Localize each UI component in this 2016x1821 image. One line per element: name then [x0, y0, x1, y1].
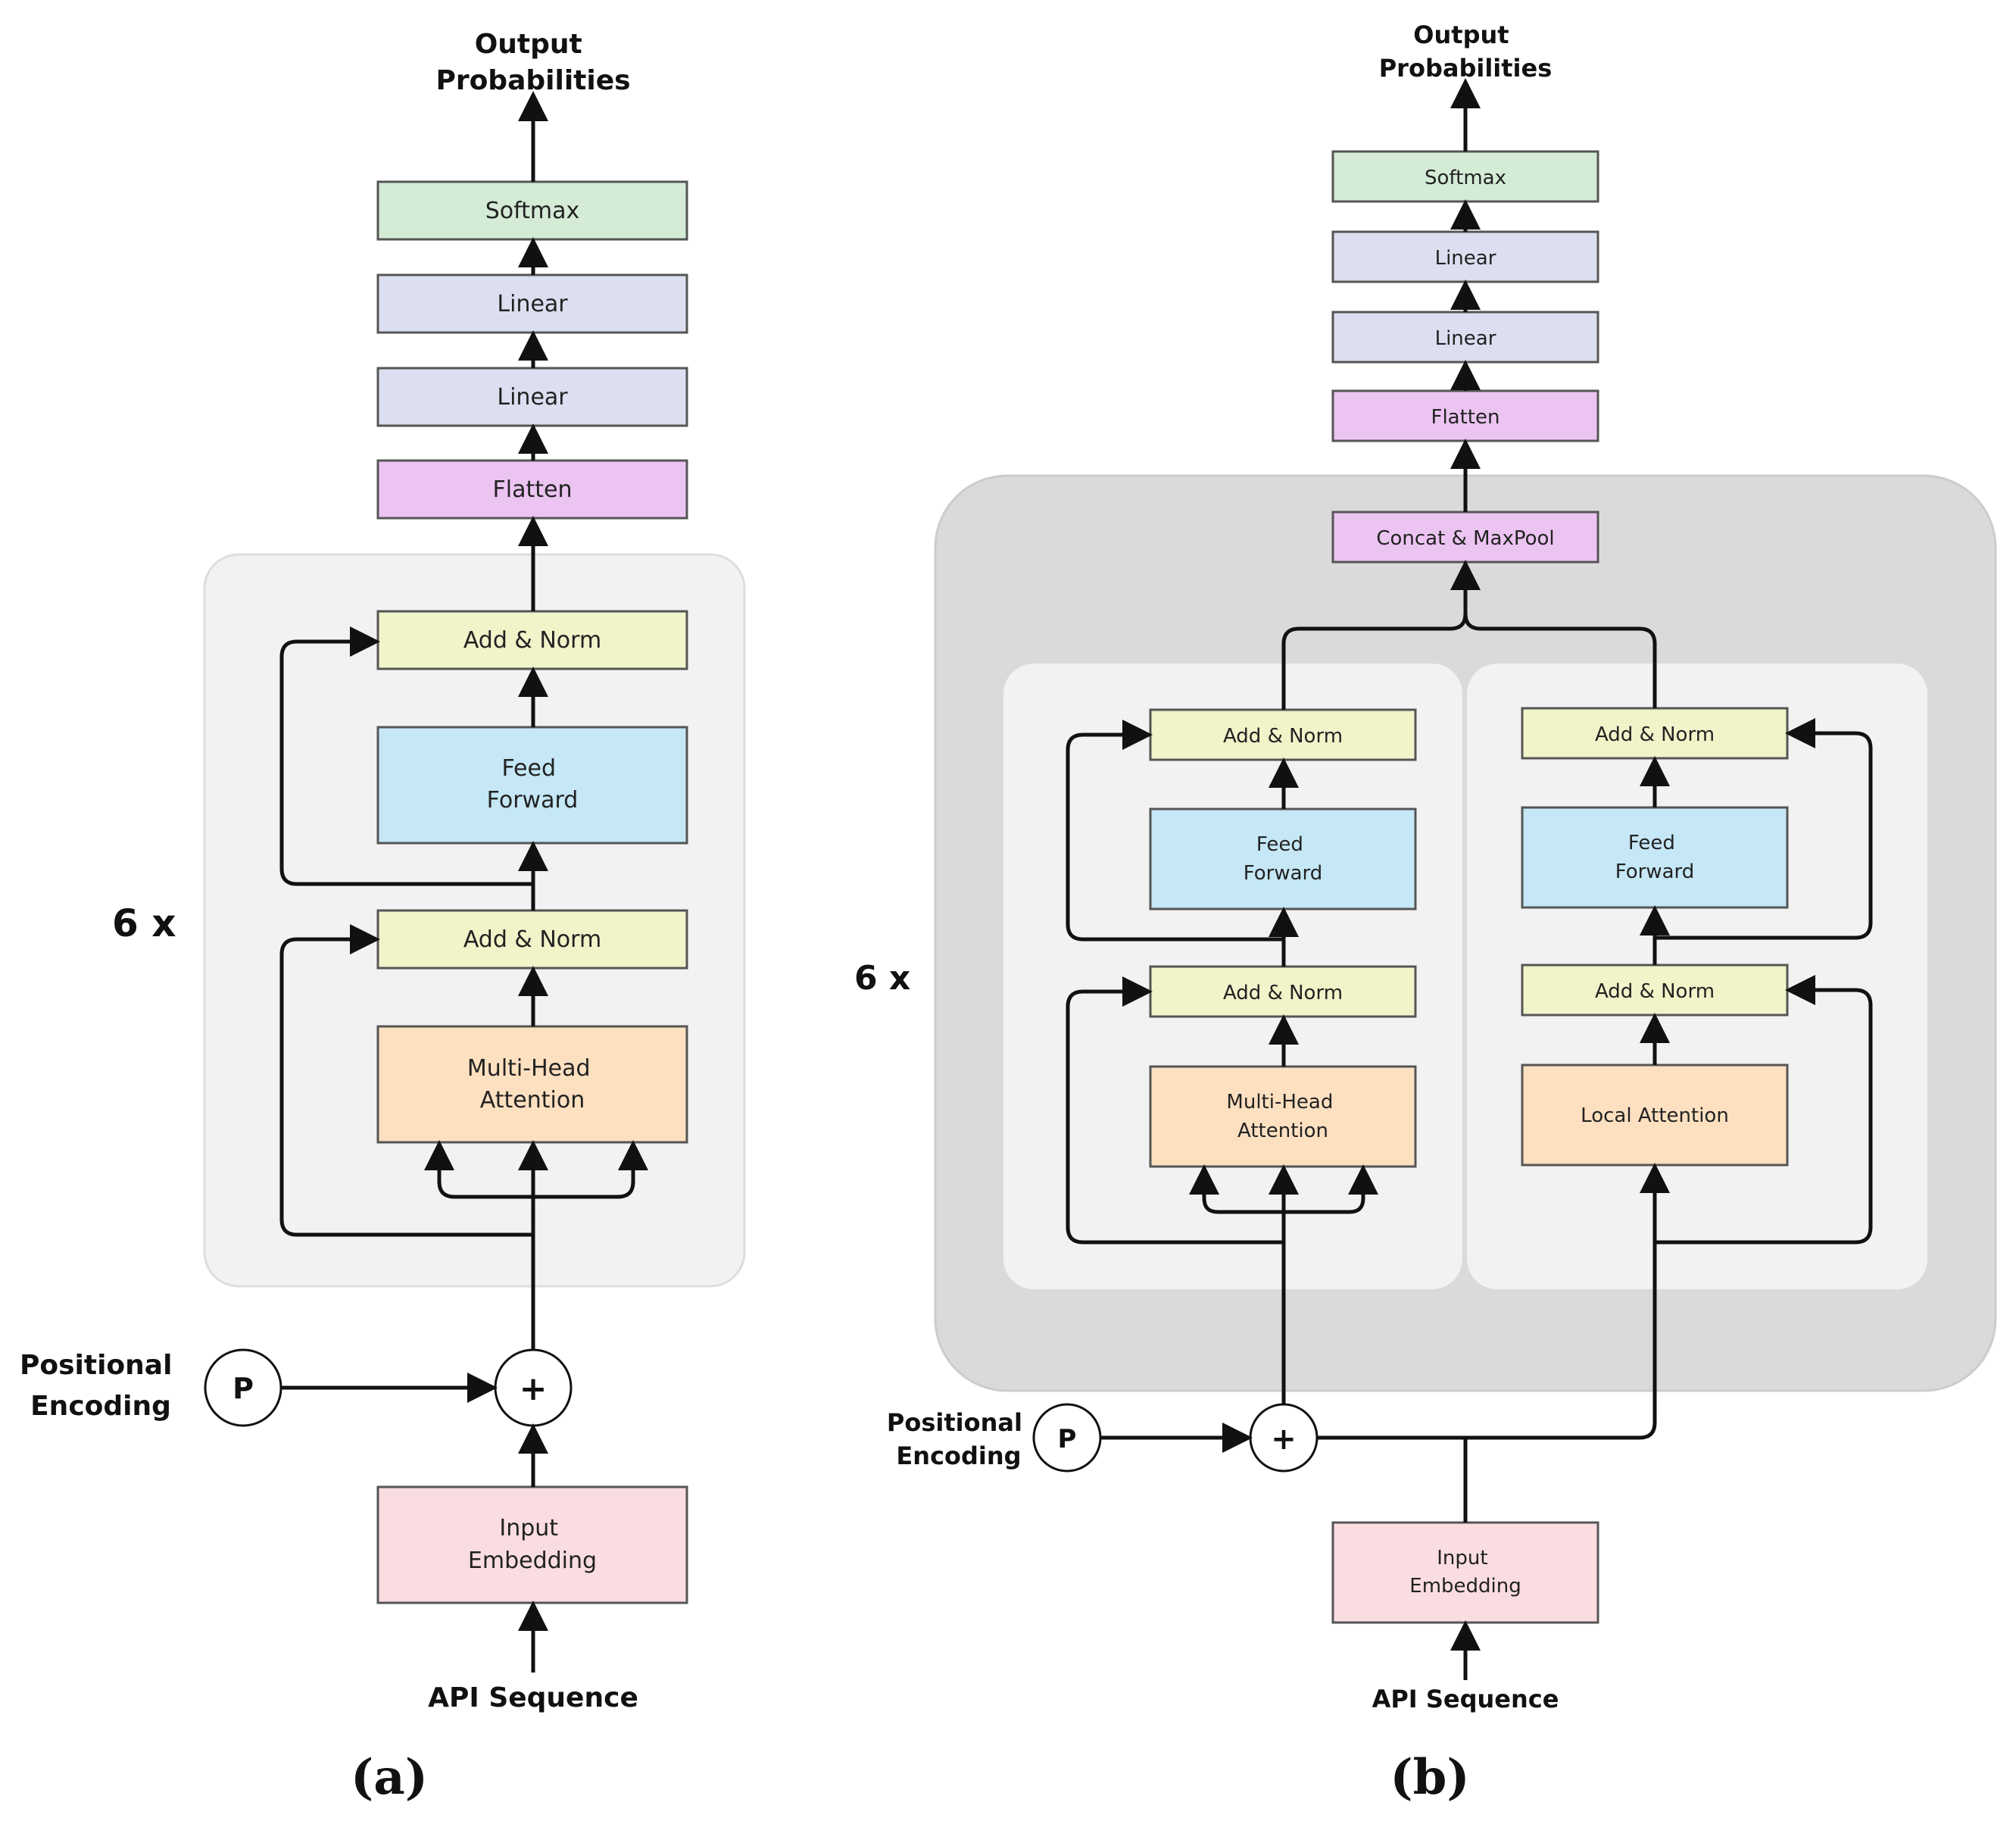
edge-sum-to-right-branch-b — [1317, 1163, 1670, 1440]
edge-residual-2-a — [279, 626, 533, 886]
feed-forward-left-b: Feed Forward — [1149, 807, 1417, 910]
svg-text:Add & Norm: Add & Norm — [463, 926, 601, 953]
svg-text:P: P — [1058, 1424, 1077, 1454]
flatten-box-b: Flatten — [1331, 389, 1599, 442]
linear-box-a-top: Linear — [376, 273, 688, 334]
output-label-b: Output Probabilities — [1379, 20, 1553, 83]
svg-text:Linear: Linear — [497, 291, 568, 317]
svg-text:Local Attention: Local Attention — [1581, 1104, 1729, 1127]
add-norm-top-left-b: Add & Norm — [1149, 708, 1417, 761]
svg-text:Add & Norm: Add & Norm — [1595, 980, 1715, 1003]
softmax-box-a: Softmax — [376, 180, 688, 241]
input-embedding-b: Input Embedding — [1331, 1521, 1599, 1624]
svg-text:Add & Norm: Add & Norm — [463, 627, 601, 654]
concat-maxpool-box-b: Concat & MaxPool — [1331, 511, 1599, 564]
edge-residual-2-left-b — [1066, 720, 1284, 942]
repeat-label-b: 6 x — [854, 959, 910, 998]
sum-node-b: + — [1249, 1403, 1319, 1473]
edge-residual-1-right-b — [1655, 975, 1873, 1245]
feed-forward-a: Feed Forward — [376, 726, 688, 845]
svg-text:P: P — [232, 1372, 254, 1405]
svg-text:Multi-Head Attention: Multi-Head Attention — [1226, 1091, 1339, 1142]
diagram-a: Output Probabilities Softmax Linear Line… — [20, 29, 746, 1806]
svg-text:Feed Forward: Feed Forward — [487, 755, 579, 814]
svg-text:Input Embedding: Input Embedding — [468, 1515, 597, 1574]
svg-text:Linear: Linear — [1435, 247, 1496, 270]
svg-text:Linear: Linear — [497, 384, 568, 411]
svg-text:+: + — [1271, 1422, 1297, 1457]
api-sequence-label-a: API Sequence — [428, 1682, 638, 1713]
positional-encoding-node-b: P — [1032, 1403, 1102, 1473]
edge-attn-input-fork-a-right — [533, 1140, 648, 1199]
edge-attn-fork-right-b — [1284, 1164, 1378, 1214]
edge-attn-input-fork-a — [424, 1140, 533, 1199]
add-norm-bottom-a: Add & Norm — [376, 909, 688, 970]
svg-text:Add & Norm: Add & Norm — [1595, 723, 1715, 746]
edge-right-branch-to-concat-b — [1463, 613, 1657, 708]
sum-node-a: + — [494, 1348, 573, 1427]
edge-residual-1-a — [279, 924, 533, 1237]
caption-a: (a) — [351, 1749, 428, 1806]
output-label-a: Output Probabilities — [435, 29, 630, 96]
svg-text:Multi-Head Attention: Multi-Head Attention — [467, 1055, 598, 1114]
linear-box-b-bottom: Linear — [1331, 311, 1599, 364]
diagram-b: Output Probabilities Softmax Linear Line… — [854, 20, 1997, 1806]
svg-text:Concat & MaxPool: Concat & MaxPool — [1376, 527, 1554, 550]
edge-residual-2-right-b — [1655, 718, 1873, 940]
input-embedding-a: Input Embedding — [376, 1485, 688, 1604]
positional-encoding-label-a: Positional Encoding — [20, 1350, 182, 1422]
svg-text:Input Embedding: Input Embedding — [1409, 1547, 1521, 1598]
svg-text:Flatten: Flatten — [493, 476, 573, 503]
caption-b: (b) — [1390, 1749, 1469, 1806]
edge-attn-fork-left-b — [1189, 1164, 1284, 1214]
flatten-box-a: Flatten — [376, 459, 688, 520]
local-attention-right-b: Local Attention — [1521, 1064, 1789, 1167]
multi-head-attention-a: Multi-Head Attention — [376, 1025, 688, 1144]
add-norm-bottom-right-b: Add & Norm — [1521, 964, 1789, 1017]
svg-text:Feed Forward: Feed Forward — [1244, 833, 1323, 885]
add-norm-top-right-b: Add & Norm — [1521, 707, 1789, 760]
linear-box-b-top: Linear — [1331, 230, 1599, 283]
linear-box-a-bottom: Linear — [376, 367, 688, 427]
api-sequence-label-b: API Sequence — [1372, 1685, 1559, 1713]
svg-text:Linear: Linear — [1435, 327, 1496, 350]
edge-residual-1-left-b — [1066, 976, 1284, 1245]
svg-text:Softmax: Softmax — [1425, 167, 1506, 189]
multi-head-attention-left-b: Multi-Head Attention — [1149, 1065, 1417, 1168]
softmax-box-b: Softmax — [1331, 150, 1599, 203]
svg-text:Flatten: Flatten — [1431, 406, 1500, 429]
svg-text:Add & Norm: Add & Norm — [1223, 982, 1343, 1004]
repeat-label-a: 6 x — [112, 901, 176, 945]
svg-text:+: + — [520, 1370, 548, 1408]
feed-forward-right-b: Feed Forward — [1521, 806, 1789, 909]
add-norm-top-a: Add & Norm — [376, 610, 688, 670]
edge-left-branch-to-concat-b — [1281, 613, 1468, 710]
positional-encoding-node-a: P — [204, 1348, 282, 1427]
svg-text:Add & Norm: Add & Norm — [1223, 725, 1343, 748]
svg-text:Softmax: Softmax — [485, 198, 580, 224]
positional-encoding-label-b: Positional Encoding — [887, 1408, 1031, 1470]
svg-text:Feed Forward: Feed Forward — [1615, 832, 1695, 883]
add-norm-bottom-left-b: Add & Norm — [1149, 965, 1417, 1018]
